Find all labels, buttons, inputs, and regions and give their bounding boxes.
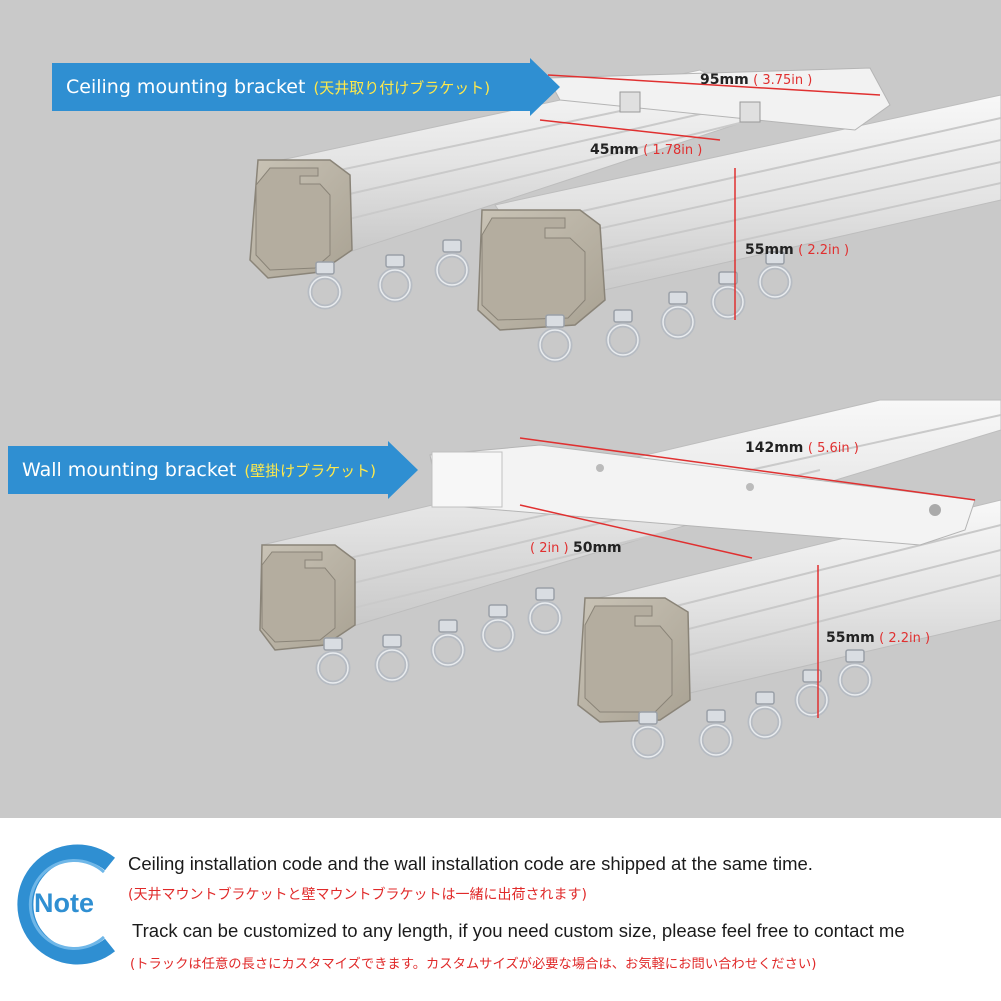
note-line1-jp: (天井マウントブラケットと壁マウントブラケットは一緒に出荷されます) [128, 887, 587, 903]
dim-wall-width: 142mm ( 5.6in ) [745, 440, 859, 456]
dim-ceiling-width: 95mm ( 3.75in ) [700, 72, 813, 88]
note-badge-text: Note [34, 888, 94, 918]
arrow-right-icon [388, 441, 418, 499]
dim-wall-height: 55mm ( 2.2in ) [826, 630, 931, 646]
wall-bracket-label: Wall mounting bracket [22, 459, 237, 481]
wall-bracket-callout: Wall mounting bracket (壁掛けブラケット) [8, 441, 418, 499]
dim-ceiling-height: 55mm ( 2.2in ) [745, 242, 850, 258]
note-line2-en: Track can be customized to any length, i… [132, 920, 905, 941]
note-line1-en: Ceiling installation code and the wall i… [128, 853, 813, 874]
dim-wall-gap: ( 2in ) 50mm [530, 540, 622, 556]
product-illustration: Ceiling mounting bracket (天井取り付けブラケット) W… [0, 0, 1001, 818]
note-badge-icon [17, 844, 116, 965]
arrow-right-icon [530, 58, 560, 116]
ceiling-bracket-callout: Ceiling mounting bracket (天井取り付けブラケット) [52, 58, 560, 116]
ceiling-bracket-label: Ceiling mounting bracket [66, 76, 306, 98]
note-section [0, 818, 1001, 1001]
ceiling-bracket-label-jp: (天井取り付けブラケット) [313, 78, 491, 97]
note-line2-jp: (トラックは任意の長さにカスタマイズできます。カスタムサイズが必要な場合は、お気… [130, 957, 817, 972]
dim-ceiling-gap: 45mm ( 1.78in ) [590, 142, 703, 158]
wall-bracket-label-jp: (壁掛けブラケット) [244, 461, 377, 480]
curtain-track-drawing [249, 67, 1001, 818]
